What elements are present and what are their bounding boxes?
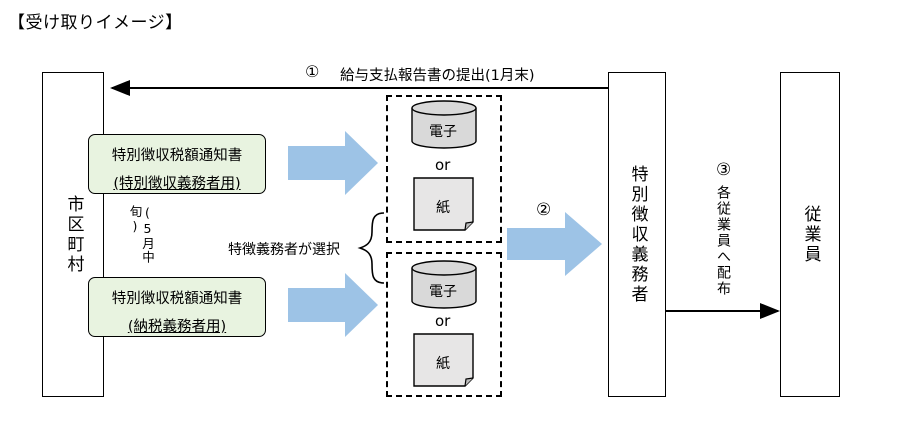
notice-taxpayer-copy: 特別徴収税額通知書 (納税義務者用) bbox=[88, 277, 266, 337]
blue-arrow-middle bbox=[507, 212, 602, 276]
special-collector-label: 特別徴収義務者 bbox=[627, 164, 648, 305]
paper-label: 紙 bbox=[436, 356, 450, 372]
electronic-media-icon bbox=[411, 100, 477, 149]
paper-document-icon bbox=[413, 177, 474, 231]
media-option-box-top bbox=[386, 95, 502, 243]
step-2-number: ② bbox=[536, 200, 552, 220]
step-3-label: 各従業員へ配布 bbox=[715, 185, 731, 297]
electronic-label: 電子 bbox=[429, 124, 457, 140]
electronic-media-icon bbox=[411, 260, 477, 309]
notice-title: 特別徴収税額通知書 bbox=[111, 148, 243, 164]
electronic-label: 電子 bbox=[429, 284, 457, 300]
step-1-number: ① bbox=[305, 62, 320, 81]
municipality-label: 市区町村 bbox=[63, 194, 84, 275]
selection-label: 特徴義務者が選択 bbox=[228, 242, 340, 258]
or-label: or bbox=[435, 156, 451, 174]
paper-document-icon bbox=[413, 333, 474, 387]
mid-may-label: (5月中旬) bbox=[127, 205, 156, 264]
step-3-number: ③ bbox=[716, 160, 732, 180]
notice-collector-copy: 特別徴収税額通知書 (特別徴収義務者用) bbox=[88, 134, 266, 194]
diagram-title: 【受け取りイメージ】 bbox=[8, 13, 183, 33]
selection-brace bbox=[357, 212, 385, 284]
employees-label: 従業員 bbox=[800, 204, 821, 265]
municipality-box: 市区町村 bbox=[42, 72, 104, 397]
paper-label: 紙 bbox=[436, 200, 450, 216]
media-option-box-bottom bbox=[386, 252, 502, 397]
notice-subtitle: (特別徴収義務者用) bbox=[113, 176, 241, 192]
step-1-label: 給与支払報告書の提出(1月末) bbox=[340, 68, 535, 84]
or-label: or bbox=[435, 312, 451, 330]
employees-box: 従業員 bbox=[780, 72, 840, 397]
blue-arrow-top bbox=[288, 131, 378, 195]
notice-subtitle: (納税義務者用) bbox=[127, 319, 227, 335]
blue-arrow-bottom bbox=[288, 273, 378, 337]
special-collector-box: 特別徴収義務者 bbox=[608, 72, 666, 397]
notice-title: 特別徴収税額通知書 bbox=[111, 291, 243, 307]
